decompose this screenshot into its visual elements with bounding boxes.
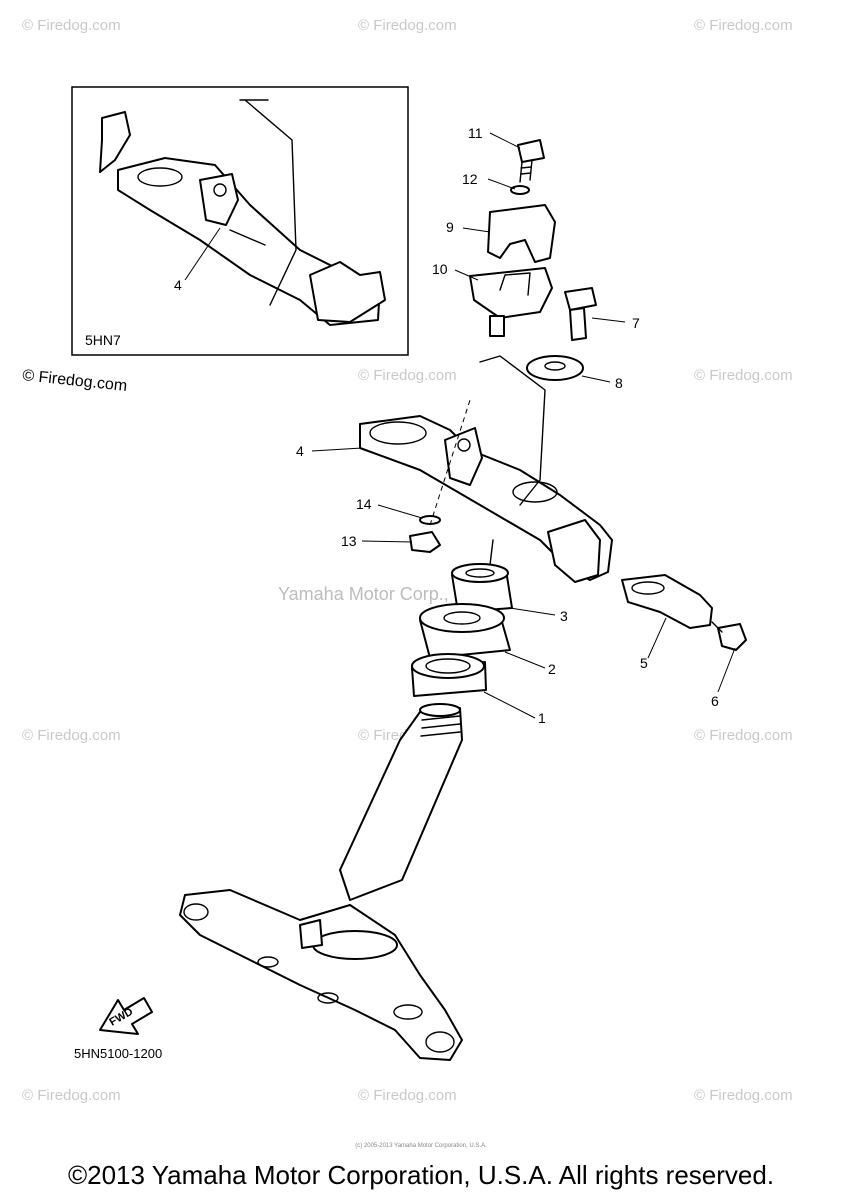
fwd-arrow: FWD: [99, 997, 153, 1035]
inset-model-code: 5HN7: [85, 332, 121, 348]
part-1-bearing: [411, 653, 487, 697]
part-9-upper-holder: [487, 204, 556, 263]
callout-2: 2: [548, 661, 556, 677]
callout-9: 9: [446, 219, 454, 235]
watermark-firedog: © Firedog.com: [358, 1087, 457, 1104]
callout-6: 6: [711, 693, 719, 709]
watermark-firedog: © Firedog.com: [22, 17, 121, 34]
callout-1: 1: [538, 710, 546, 726]
callout-5: 5: [640, 655, 648, 671]
callout-8: 8: [615, 375, 623, 391]
watermark-firedog: © Firedog.com: [694, 367, 793, 384]
callout-13: 13: [341, 533, 357, 549]
part-11-bolt: [517, 139, 545, 183]
callout-14: 14: [356, 496, 372, 512]
callout-10: 10: [432, 261, 448, 277]
watermark-firedog-dark: © Firedog.com: [22, 367, 128, 395]
copyright-notice: ©2013 Yamaha Motor Corporation, U.S.A. A…: [67, 1160, 775, 1190]
callout-4: 4: [296, 443, 304, 459]
diagram-code: 5HN5100-1200: [74, 1046, 162, 1061]
part-12-washer: [510, 185, 530, 195]
inset-callout-4: 4: [174, 277, 182, 293]
watermark-yamaha: Yamaha Motor Corp., U.S.A.: [278, 584, 506, 604]
watermark-firedog: © Firedog.com: [22, 1087, 121, 1104]
part-6-bolt: [711, 621, 747, 651]
part-2-dust-seal: [419, 603, 511, 659]
watermark-firedog: © Firedog.com: [358, 17, 457, 34]
part-7-bolt: [564, 287, 597, 341]
callout-7: 7: [632, 315, 640, 331]
part-13-nut: [409, 531, 441, 553]
part-14-washer: [419, 515, 441, 525]
part-4-upper-bracket: [359, 355, 613, 583]
part-5-holder: [621, 574, 713, 629]
leader-lines: [311, 132, 736, 719]
watermark-firedog: © Firedog.com: [358, 367, 457, 384]
part-3-ring-nut: [451, 563, 513, 613]
watermark-firedog: © Firedog.com: [694, 1087, 793, 1104]
steering-stem: [179, 703, 463, 1061]
callout-3: 3: [560, 608, 568, 624]
inset-5hn7: 4 5HN7: [71, 86, 409, 356]
watermark-firedog: © Firedog.com: [694, 727, 793, 744]
watermark-firedog: © Firedog.com: [22, 727, 121, 744]
part-8-washer: [526, 355, 584, 381]
callout-12: 12: [462, 171, 478, 187]
callout-11: 11: [468, 125, 483, 141]
callout-labels: 1 2 3 4 5 6 7 8 9 10 11 12 13 14: [296, 125, 719, 726]
fine-print: (c) 2005-2013 Yamaha Motor Corporation, …: [355, 1143, 487, 1149]
watermark-firedog: © Firedog.com: [694, 17, 793, 34]
part-10-lower-holder: [469, 267, 553, 337]
